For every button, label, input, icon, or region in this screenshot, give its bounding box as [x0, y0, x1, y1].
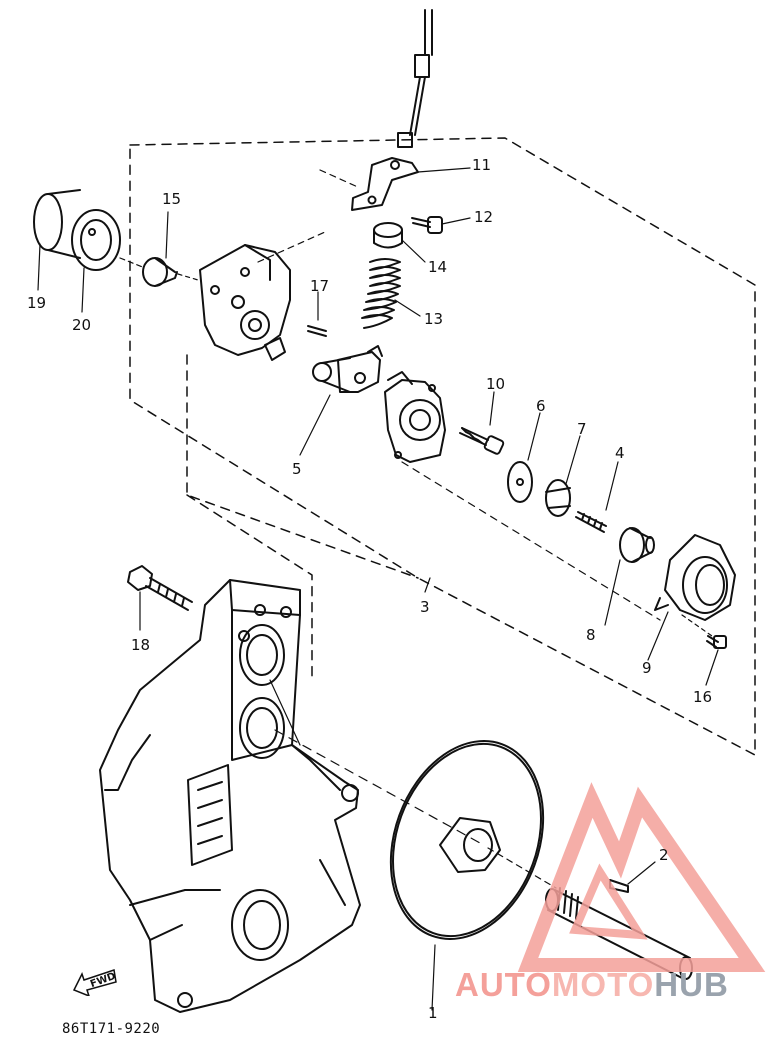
- spring-part-13: [361, 258, 421, 329]
- leader-part-3: [424, 577, 431, 593]
- callout-10: 10: [486, 375, 506, 393]
- watermark-hub: HUB: [654, 966, 729, 1003]
- plug-part-15: [142, 211, 199, 287]
- callout-9: 9: [642, 659, 652, 677]
- cover-part-9: [647, 534, 736, 661]
- callout-11: 11: [472, 156, 492, 174]
- screw-part-12: [411, 216, 471, 234]
- cover-part-20: [71, 209, 146, 313]
- watermark-moto: MOTO: [551, 966, 655, 1003]
- callout-12: 12: [474, 208, 494, 226]
- bolt-part-4: [575, 461, 619, 533]
- callout-13: 13: [424, 310, 444, 328]
- watermark-auto: AUTO: [455, 966, 552, 1003]
- callout-8: 8: [586, 626, 596, 644]
- cap-part-19: [33, 189, 81, 291]
- gear-housing-part-3: [384, 371, 661, 621]
- screw-part-16: [705, 635, 727, 686]
- callout-14: 14: [428, 258, 448, 276]
- bolt-part-18: [127, 565, 193, 631]
- callout-6: 6: [536, 397, 546, 415]
- washer-part-6: [507, 412, 541, 503]
- callout-17: 17: [310, 277, 330, 295]
- callout-20: 20: [72, 316, 92, 334]
- bolt-part-10: [459, 391, 505, 455]
- callout-18: 18: [131, 636, 151, 654]
- leader-part-2: [627, 861, 656, 885]
- callout-16: 16: [693, 688, 713, 706]
- assembly-boundary: [129, 137, 756, 756]
- collar-part-14: [373, 222, 426, 263]
- callout-19: 19: [27, 294, 47, 312]
- fwd-arrow: FWD: [72, 968, 118, 998]
- valve-housing: [199, 231, 326, 361]
- chassis-casting: [99, 579, 361, 1013]
- gear-part-7: [545, 435, 581, 517]
- callout-1: 1: [428, 1004, 438, 1022]
- fwd-arrow-icon: [72, 969, 117, 998]
- callout-4: 4: [615, 444, 625, 462]
- watermark-text: AUTOMOTOHUB: [455, 966, 729, 1004]
- callout-5: 5: [292, 460, 302, 478]
- callout-7: 7: [577, 420, 587, 438]
- throttle-cable: [397, 9, 433, 148]
- part-code: 86T171-9220: [62, 1021, 161, 1037]
- axis-leader: [274, 729, 481, 844]
- callout-3: 3: [420, 598, 430, 616]
- lower-boundary: [186, 354, 419, 681]
- callout-15: 15: [162, 190, 182, 208]
- shaft-part-5: [299, 345, 383, 456]
- callout-2: 2: [659, 846, 669, 864]
- pulley-part-1: [389, 740, 557, 1011]
- lever-part-11: [319, 157, 471, 211]
- pin-part-17: [307, 291, 327, 337]
- watermark-logo-icon: [517, 782, 766, 972]
- bushing-part-8: [604, 527, 655, 626]
